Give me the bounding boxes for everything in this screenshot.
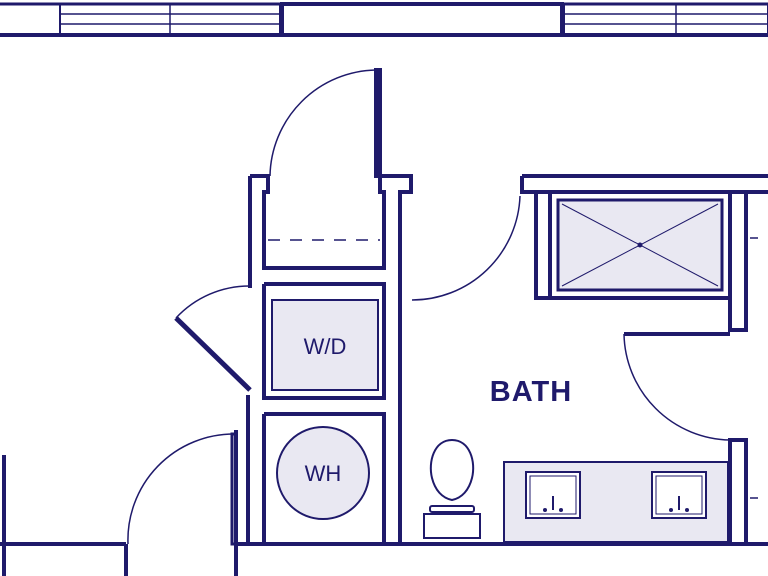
sink-left	[525, 471, 581, 519]
room-label-bath: BATH	[490, 376, 572, 408]
closet-door	[268, 68, 382, 241]
shower	[556, 198, 724, 292]
water-heater: WH	[276, 426, 370, 520]
vanity	[503, 461, 729, 543]
laundry-door	[174, 285, 252, 392]
window-right	[563, 3, 768, 36]
toilet	[423, 438, 481, 539]
wall-segment	[280, 2, 564, 37]
right-wall-ticks	[750, 237, 758, 499]
sink-right	[651, 471, 707, 519]
bath-door	[411, 195, 521, 301]
exterior-wall-top	[0, 2, 768, 37]
entry-door	[127, 432, 238, 546]
water-heater-label: WH	[305, 461, 342, 486]
washer-dryer: W/D	[271, 299, 379, 391]
right-door	[623, 332, 731, 441]
washer-dryer-label: W/D	[304, 334, 347, 359]
bath-walls	[520, 174, 768, 546]
closet-walls	[0, 174, 768, 576]
